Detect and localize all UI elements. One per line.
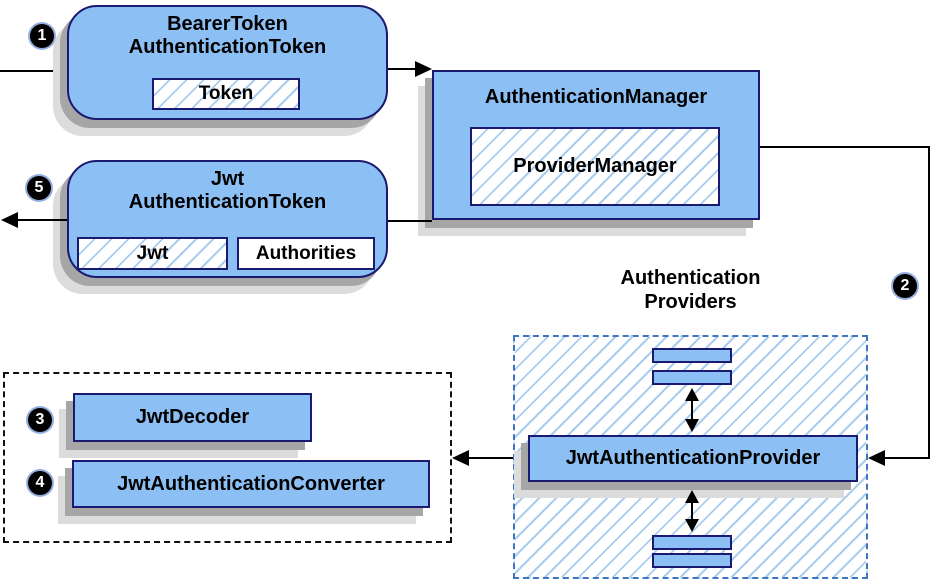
bearer-token-title-line1: BearerToken	[167, 13, 288, 35]
manager-to-provider-line-vertical	[928, 146, 930, 458]
token-inner-box: Token	[152, 78, 300, 110]
provider-stack-bar	[652, 370, 732, 385]
bearer-token-title: BearerToken AuthenticationToken	[69, 13, 386, 59]
step-2-badge: 2	[893, 274, 917, 298]
jwt-authentication-provider-node: JwtAuthenticationProvider	[528, 435, 858, 482]
provider-top-link-down-arrowhead-icon	[685, 419, 699, 432]
provider-to-decoder-line	[466, 457, 513, 459]
incoming-request-line	[0, 70, 67, 72]
jwt-authentication-provider-label: JwtAuthenticationProvider	[565, 447, 821, 469]
token-label: Token	[198, 83, 254, 104]
manager-to-provider-arrowhead-icon	[868, 450, 885, 466]
bearer-to-manager-arrowhead-icon	[415, 61, 432, 77]
manager-to-provider-line-bottom	[884, 457, 930, 459]
outgoing-response-line	[13, 219, 67, 221]
bearer-to-manager-line	[388, 68, 418, 70]
jwt-token-title-line1: Jwt	[210, 168, 245, 190]
provider-bottom-link-up-arrowhead-icon	[685, 490, 699, 503]
authentication-providers-label-line2: Providers	[644, 291, 737, 313]
provider-stack-bar	[652, 348, 732, 363]
jwt-label: Jwt	[136, 242, 169, 264]
step-5-number: 5	[34, 179, 44, 196]
jwt-token-title-line2: AuthenticationToken	[128, 191, 327, 213]
jwt-authentication-token-node: Jwt AuthenticationToken Jwt Authorities	[67, 160, 388, 278]
provider-stack-bar	[652, 553, 732, 568]
jwt-decoder-label: JwtDecoder	[135, 406, 250, 428]
jwt-authentication-converter-node: JwtAuthenticationConverter	[72, 460, 430, 508]
provider-stack-bar	[652, 535, 732, 550]
provider-bottom-link-line	[691, 498, 693, 524]
provider-top-link-up-arrowhead-icon	[685, 388, 699, 401]
provider-to-decoder-arrowhead-icon	[452, 450, 469, 466]
authorities-label: Authorities	[255, 242, 357, 264]
step-1-badge: 1	[30, 24, 54, 48]
step-2-number: 2	[900, 277, 910, 294]
manager-to-provider-line-top	[760, 146, 930, 148]
step-3-badge: 3	[28, 408, 52, 432]
manager-to-jwt-token-line	[388, 220, 432, 222]
bearer-token-title-line2: AuthenticationToken	[128, 36, 327, 58]
bearer-token-authentication-token-node: BearerToken AuthenticationToken Token	[67, 5, 388, 120]
decoder-converter-container	[3, 372, 452, 543]
step-5-badge: 5	[27, 176, 51, 200]
authentication-providers-label-line1: Authentication	[620, 267, 761, 289]
authentication-manager-node: AuthenticationManager ProviderManager	[432, 70, 760, 220]
provider-top-link-line	[691, 396, 693, 424]
authorities-inner-box: Authorities	[237, 237, 375, 270]
provider-manager-inner-box: ProviderManager	[470, 127, 720, 206]
step-4-badge: 4	[28, 471, 52, 495]
jwt-authentication-converter-label: JwtAuthenticationConverter	[117, 472, 385, 495]
provider-bottom-link-down-arrowhead-icon	[685, 519, 699, 532]
outgoing-response-arrowhead-icon	[1, 212, 18, 228]
jwt-decoder-node: JwtDecoder	[73, 393, 312, 442]
jwt-inner-box: Jwt	[77, 237, 228, 270]
step-3-number: 3	[35, 411, 45, 428]
authentication-manager-title: AuthenticationManager	[484, 86, 708, 108]
step-4-number: 4	[35, 474, 45, 491]
authentication-providers-label: Authentication Providers	[513, 266, 868, 314]
jwt-token-title: Jwt AuthenticationToken	[69, 168, 386, 214]
step-1-number: 1	[37, 27, 47, 44]
provider-manager-label: ProviderManager	[513, 155, 677, 177]
